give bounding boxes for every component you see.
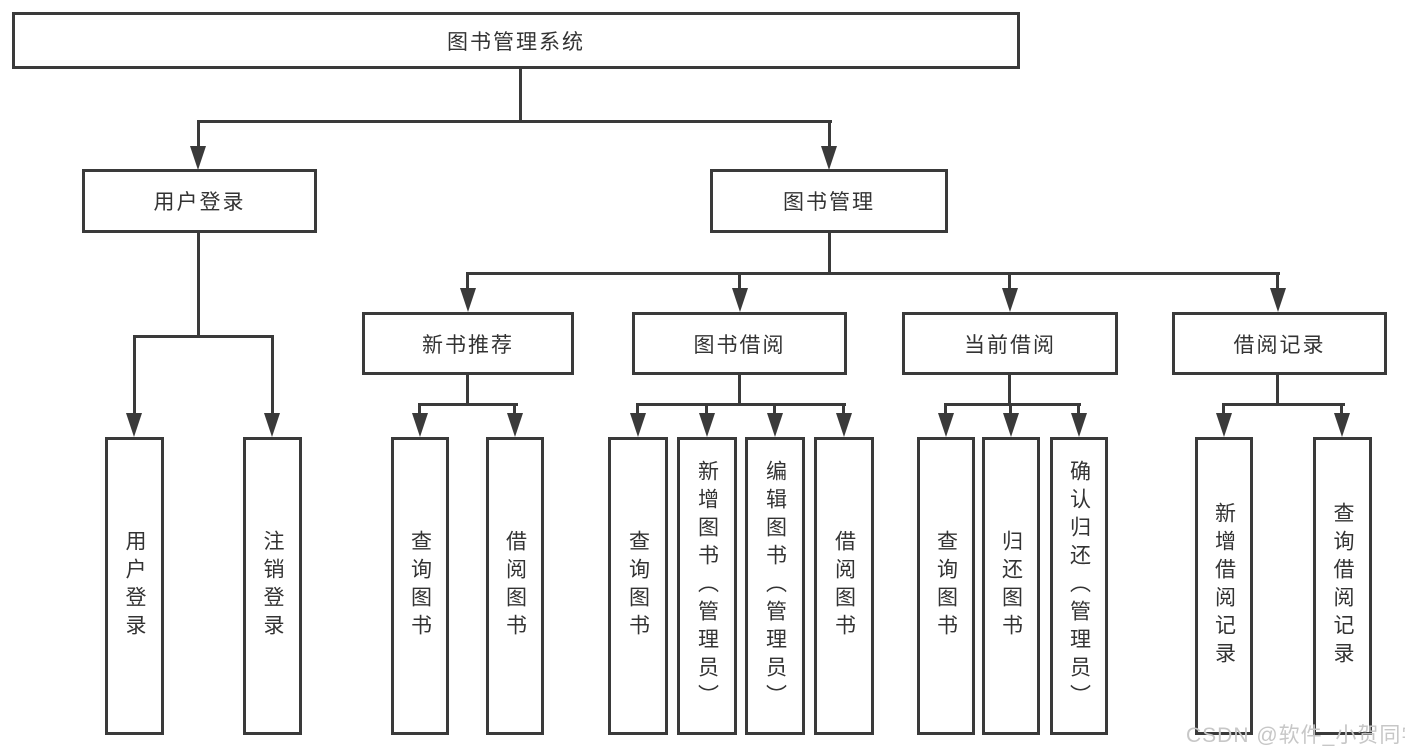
connector-root-branch	[197, 120, 832, 123]
arrowhead-down-icon	[460, 288, 476, 312]
connector-drop-user-login	[197, 120, 200, 148]
arrowhead-down-icon	[1003, 413, 1019, 437]
leaf-borrow-edit-books-admin: 编辑图书（管理员）	[745, 437, 805, 735]
connector-drop	[636, 403, 639, 416]
arrowhead-down-icon	[821, 146, 837, 170]
connector-book-mgmt-stem	[828, 233, 831, 275]
connector-drop-book-borrow	[738, 272, 741, 290]
connector-drop-leaf-logout	[271, 335, 274, 415]
arrowhead-down-icon	[1071, 413, 1087, 437]
leaf-current-query-books: 查询图书	[917, 437, 975, 735]
connector-book-mgmt-branch	[466, 272, 1280, 275]
connector-drop	[842, 403, 845, 416]
connector-drop-current-borrow	[1008, 272, 1011, 290]
node-new-book-recommend: 新书推荐	[362, 312, 574, 375]
connector-borrow-record-branch	[1222, 403, 1345, 406]
connector-drop-new-book	[466, 272, 469, 290]
connector-drop	[418, 403, 421, 416]
connector-drop	[944, 403, 947, 416]
leaf-newbook-query-books: 查询图书	[391, 437, 449, 735]
leaf-current-return-books: 归还图书	[982, 437, 1040, 735]
connector-book-borrow-stem	[738, 375, 741, 406]
connector-drop	[1009, 403, 1012, 416]
leaf-record-add-borrow-record: 新增借阅记录	[1195, 437, 1253, 735]
leaf-current-confirm-return-admin: 确认归还（管理员）	[1050, 437, 1108, 735]
connector-user-login-branch	[133, 335, 274, 338]
node-user-login: 用户登录	[82, 169, 317, 233]
connector-drop	[773, 403, 776, 416]
connector-current-borrow-stem	[1008, 375, 1011, 406]
node-current-borrow: 当前借阅	[902, 312, 1118, 375]
arrowhead-down-icon	[412, 413, 428, 437]
connector-drop	[705, 403, 708, 416]
node-borrow-record: 借阅记录	[1172, 312, 1387, 375]
connector-root-stem	[519, 69, 522, 120]
leaf-record-query-borrow-record: 查询借阅记录	[1313, 437, 1372, 735]
arrowhead-down-icon	[1216, 413, 1232, 437]
csdn-watermark: CSDN @软件_小贺同学	[1186, 724, 1405, 747]
leaf-borrow-borrow-books: 借阅图书	[814, 437, 874, 735]
connector-drop	[1340, 403, 1343, 416]
arrowhead-down-icon	[1334, 413, 1350, 437]
node-book-management: 图书管理	[710, 169, 948, 233]
connector-drop-leaf-user-login	[133, 335, 136, 415]
connector-user-login-stem	[197, 233, 200, 337]
arrowhead-down-icon	[190, 146, 206, 170]
arrowhead-down-icon	[264, 413, 280, 437]
connector-borrow-record-stem	[1276, 375, 1279, 406]
arrowhead-down-icon	[767, 413, 783, 437]
connector-drop	[1222, 403, 1225, 416]
leaf-borrow-add-books-admin: 新增图书（管理员）	[677, 437, 737, 735]
arrowhead-down-icon	[1270, 288, 1286, 312]
connector-drop-book-management	[828, 120, 831, 148]
leaf-borrow-query-books: 查询图书	[608, 437, 668, 735]
connector-drop	[1077, 403, 1080, 416]
arrowhead-down-icon	[630, 413, 646, 437]
leaf-newbook-borrow-books: 借阅图书	[486, 437, 544, 735]
arrowhead-down-icon	[699, 413, 715, 437]
connector-new-book-branch	[418, 403, 518, 406]
connector-new-book-stem	[466, 375, 469, 406]
arrowhead-down-icon	[938, 413, 954, 437]
arrowhead-down-icon	[732, 288, 748, 312]
arrowhead-down-icon	[836, 413, 852, 437]
connector-drop-borrow-record	[1276, 272, 1279, 290]
node-book-borrow: 图书借阅	[632, 312, 847, 375]
connector-current-borrow-branch	[944, 403, 1081, 406]
connector-drop	[513, 403, 516, 416]
arrowhead-down-icon	[1002, 288, 1018, 312]
leaf-logout: 注销登录	[243, 437, 302, 735]
connector-book-borrow-branch	[636, 403, 846, 406]
leaf-user-login: 用户登录	[105, 437, 164, 735]
node-library-management-system: 图书管理系统	[12, 12, 1020, 69]
arrowhead-down-icon	[126, 413, 142, 437]
arrowhead-down-icon	[507, 413, 523, 437]
